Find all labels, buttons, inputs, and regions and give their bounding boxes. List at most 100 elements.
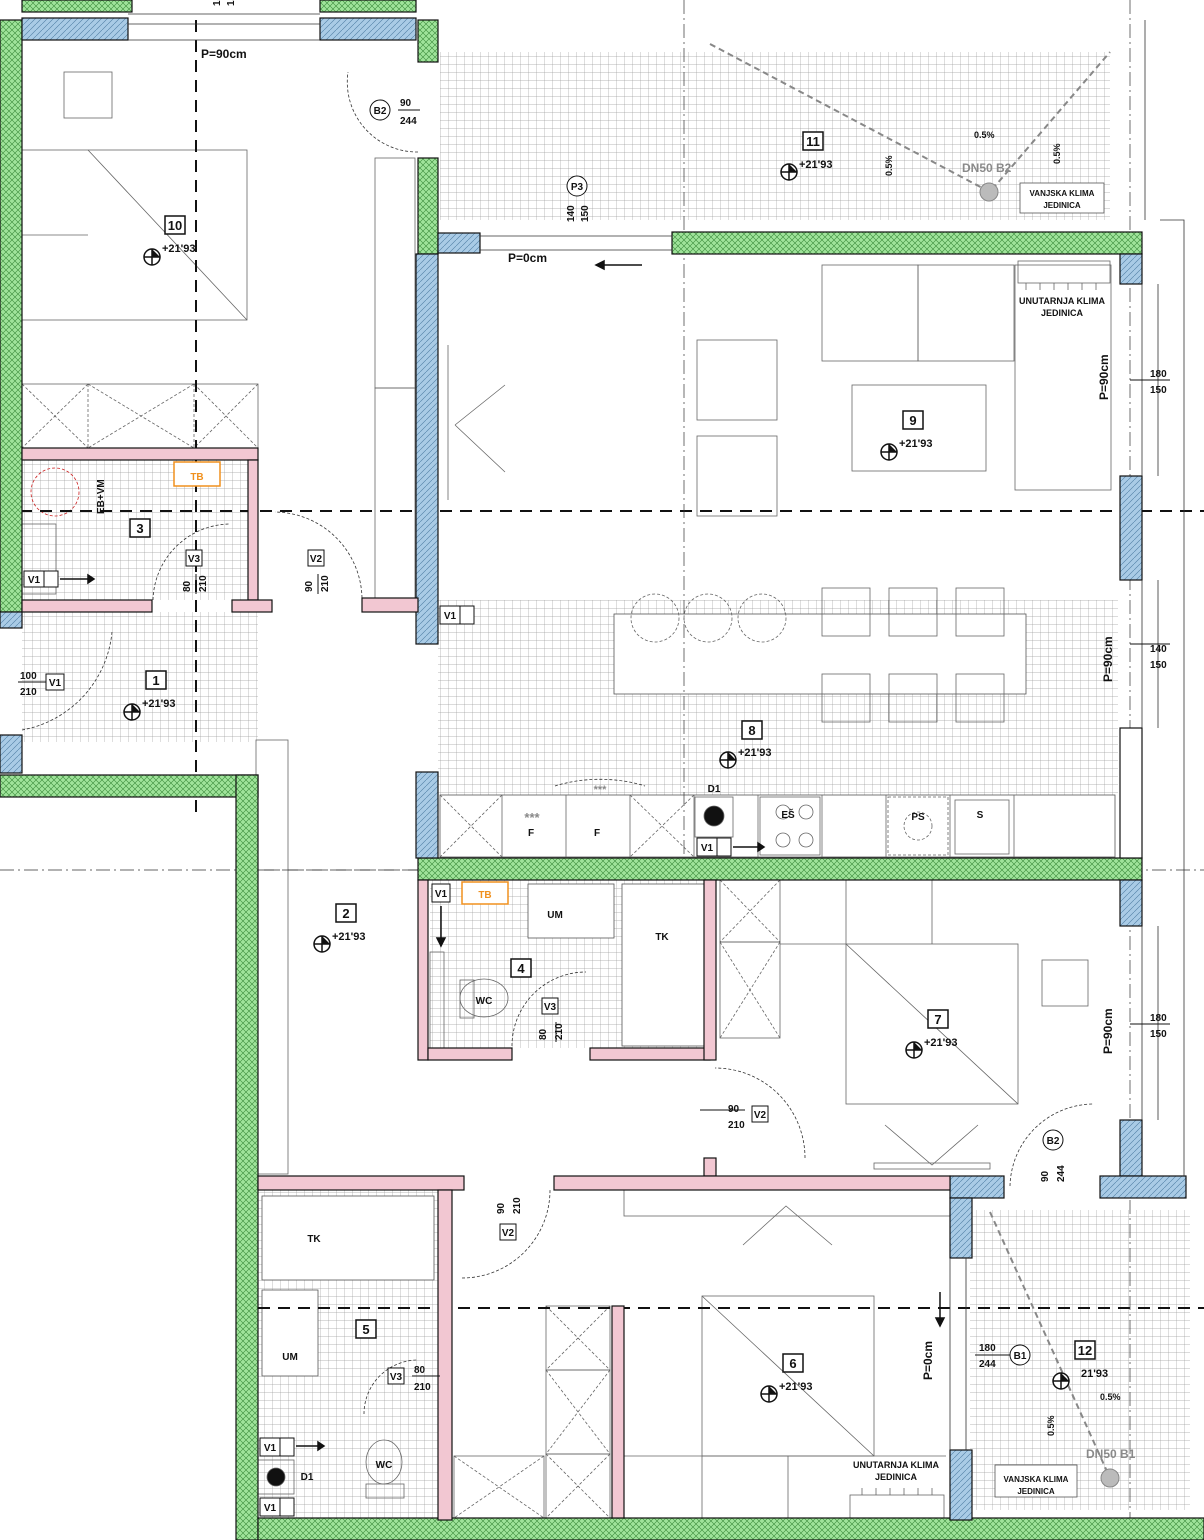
drain-icon	[979, 182, 999, 202]
room-7: 7 +21'93	[905, 1009, 958, 1059]
svg-text:DN50 B2: DN50 B2	[962, 161, 1012, 175]
svg-text:TK: TK	[307, 1234, 321, 1245]
level: +21'93	[738, 747, 772, 759]
room-9: 9 +21'93	[880, 410, 933, 461]
svg-text:UM: UM	[282, 1352, 298, 1363]
room-10: 10 +21'93	[143, 215, 196, 266]
svg-text:100: 100	[20, 671, 37, 682]
svg-text:V1: V1	[444, 611, 457, 622]
svg-text:18: 18	[212, 0, 223, 6]
dimension-labels	[18, 109, 1170, 1377]
svg-text:0.5%: 0.5%	[1052, 143, 1062, 164]
svg-text:V1: V1	[435, 889, 448, 900]
svg-text:V3: V3	[390, 1372, 403, 1383]
room-number: 6	[789, 1356, 796, 1371]
terrace-11-tiles	[440, 52, 1110, 220]
level: +21'93	[779, 1381, 813, 1393]
svg-text:UM: UM	[547, 910, 563, 921]
svg-text:P=90cm: P=90cm	[1101, 1008, 1115, 1054]
svg-text:V3: V3	[188, 554, 201, 565]
room-number: 10	[168, 218, 182, 233]
svg-text:UNUTARNJA KLIMA: UNUTARNJA KLIMA	[853, 1460, 939, 1470]
svg-text:P3: P3	[571, 182, 584, 193]
level: +21'93	[924, 1037, 958, 1049]
svg-text:P=0cm: P=0cm	[508, 251, 547, 265]
svg-text:150: 150	[1150, 1029, 1167, 1040]
svg-text:P=90cm: P=90cm	[1097, 354, 1111, 400]
svg-text:***: ***	[524, 810, 540, 825]
svg-text:140: 140	[1150, 644, 1167, 655]
tag-v1: V1	[45, 673, 65, 691]
svg-text:90: 90	[400, 98, 412, 109]
svg-text:EŠ: EŠ	[781, 808, 795, 821]
door-tags: V1 V1 V1 V1 V1 V1 V1 V2 V2 V2 V3 V3 V3 B…	[23, 99, 1064, 1517]
tag-b1: B1	[1009, 1344, 1031, 1366]
svg-text:V2: V2	[754, 1110, 767, 1121]
svg-text:0.5%: 0.5%	[1046, 1415, 1056, 1436]
boiler-tb	[461, 881, 509, 905]
svg-text:90: 90	[304, 580, 315, 592]
svg-text:JEDINICA: JEDINICA	[1043, 201, 1081, 210]
svg-text:B2: B2	[374, 106, 387, 117]
room-number: 2	[342, 906, 349, 921]
svg-text:244: 244	[400, 116, 417, 127]
room-number: 8	[748, 723, 755, 738]
tag-v2: V2	[751, 1105, 769, 1123]
svg-text:***: ***	[594, 784, 608, 796]
room-number: 7	[934, 1012, 941, 1027]
room-4: 4	[510, 958, 532, 978]
ac-unit-labels: UNUTARNJA KLIMA JEDINICA UNUTARNJA KLIMA…	[853, 189, 1105, 1496]
tag-v1: V1	[439, 605, 475, 625]
svg-text:150: 150	[580, 205, 591, 222]
svg-text:F: F	[528, 828, 534, 839]
sill-labels: P=90cm P=0cm P=90cm P=90cm P=90cm P=0cm	[201, 47, 1115, 1380]
svg-text:V1: V1	[264, 1503, 277, 1514]
svg-text:210: 210	[20, 687, 37, 698]
svg-text:0.5%: 0.5%	[884, 155, 894, 176]
svg-text:P=90cm: P=90cm	[1101, 636, 1115, 682]
svg-text:210: 210	[512, 1197, 523, 1214]
svg-text:B1: B1	[1014, 1351, 1027, 1362]
svg-text:180: 180	[1150, 1013, 1167, 1024]
svg-text:210: 210	[554, 1023, 565, 1040]
svg-text:V1: V1	[701, 843, 714, 854]
svg-text:TB: TB	[190, 472, 203, 483]
washing-machine-5	[261, 1289, 319, 1377]
room-number: 11	[806, 134, 820, 149]
table-9	[851, 384, 987, 472]
dimension-text: 90 244 18 15 140 150 90 210 80 210 100 2…	[20, 0, 1167, 1393]
svg-text:V2: V2	[310, 554, 323, 565]
svg-text:VANJSKA KLIMA: VANJSKA KLIMA	[1030, 189, 1095, 198]
tag-p3: P3	[566, 175, 588, 197]
furniture-outlines	[21, 71, 1118, 1520]
room-number: 12	[1078, 1343, 1092, 1358]
svg-text:244: 244	[1056, 1165, 1067, 1182]
tag-b2: B2	[369, 99, 391, 121]
svg-text:S: S	[977, 810, 984, 821]
tag-v1: V1	[431, 883, 451, 903]
svg-text:TK: TK	[655, 932, 669, 943]
svg-text:V3: V3	[544, 1002, 557, 1013]
room-3: 3	[129, 518, 151, 538]
svg-text:210: 210	[320, 575, 331, 592]
furniture	[261, 182, 1116, 1498]
tag-b2: B2	[1042, 1129, 1064, 1151]
arrows	[60, 259, 946, 1452]
washing-machine-4	[527, 883, 615, 939]
svg-text:80: 80	[538, 1028, 549, 1040]
tag-v1: V1	[259, 1497, 295, 1517]
room-number: 9	[909, 413, 916, 428]
room-8: 8 +21'93	[719, 720, 772, 769]
svg-text:D1: D1	[301, 1472, 314, 1483]
svg-text:90: 90	[728, 1104, 740, 1115]
kitchen-counter	[439, 794, 1116, 858]
room-6: 6 +21'93	[760, 1353, 813, 1403]
svg-text:15: 15	[226, 0, 237, 6]
svg-text:JEDINICA: JEDINICA	[875, 1472, 918, 1482]
shower-4	[621, 883, 705, 1047]
svg-text:180: 180	[1150, 369, 1167, 380]
svg-text:150: 150	[1150, 660, 1167, 671]
svg-text:210: 210	[414, 1382, 431, 1393]
terrace-12-tiles	[970, 1210, 1190, 1510]
